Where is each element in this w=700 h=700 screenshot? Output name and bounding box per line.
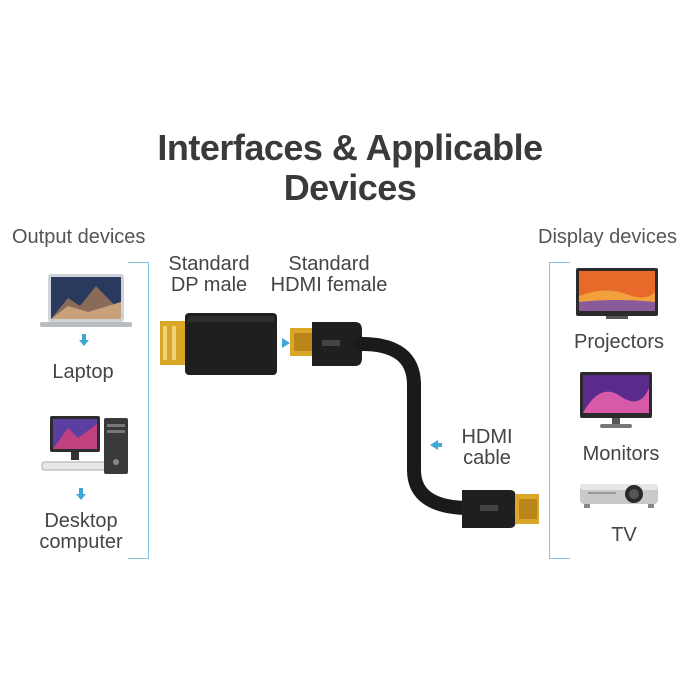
desktop-computer-icon <box>41 416 128 474</box>
dp-label-line-2: DP male <box>170 274 248 296</box>
desktop-computer-label: Desktop computer <box>16 511 146 553</box>
down-arrow-icon <box>76 488 86 500</box>
hdmi-female-label: Standard HDMI female <box>262 254 396 296</box>
tv-label: TV <box>611 524 637 546</box>
hdmi-cable-label-line-2: cable <box>463 447 511 469</box>
hdmi-cable-label-line-1: HDMI <box>461 426 513 448</box>
hdmi-female-label-line-1: Standard <box>288 253 370 275</box>
dp-male-label: Standard DP male <box>156 254 262 296</box>
down-arrow-icon <box>79 334 89 346</box>
laptop-label: Laptop <box>52 361 114 383</box>
desktop-label-line-1: Desktop <box>44 510 118 532</box>
hdmi-female-label-line-2: HDMI female <box>270 274 388 296</box>
output-devices-heading: Output devices <box>12 226 146 248</box>
dp-label-line-1: Standard <box>168 253 250 275</box>
left-bracket <box>128 262 149 559</box>
right-bracket <box>549 262 570 559</box>
laptop-icon <box>40 274 132 327</box>
title-line-2: Devices <box>283 167 417 208</box>
display-devices-heading: Display devices <box>538 226 677 248</box>
hdmi-cable-label: HDMI cable <box>454 427 520 469</box>
monitors-label: Monitors <box>582 443 660 465</box>
title-line-1: Interfaces & Applicable <box>157 127 543 168</box>
projectors-label: Projectors <box>573 331 665 353</box>
tv-screen-icon <box>576 268 658 319</box>
page-title: Interfaces & Applicable Devices <box>0 128 700 208</box>
desktop-label-line-2: computer <box>39 531 123 553</box>
monitor-icon <box>580 372 652 428</box>
projector-icon <box>580 484 658 508</box>
